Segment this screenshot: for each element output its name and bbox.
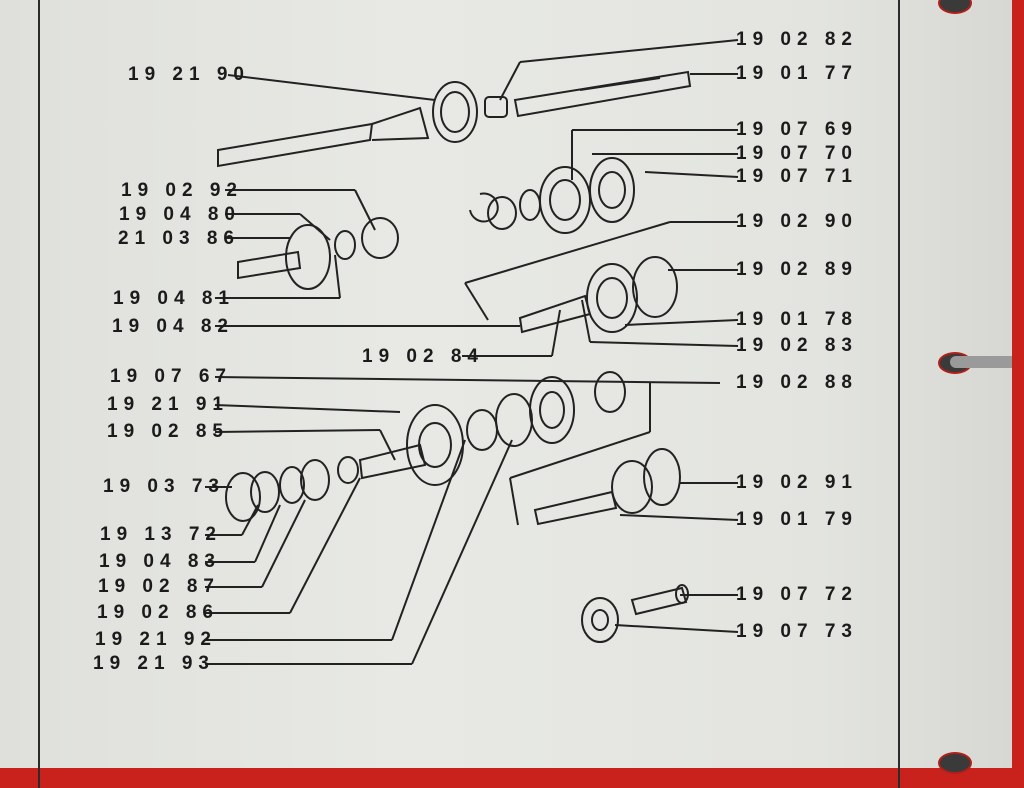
part-number-label: 19 21 91 [107, 394, 229, 415]
part-number-label: 19 02 83 [736, 335, 858, 356]
part-number-label: 19 03 73 [103, 476, 225, 497]
part-number-label: 19 07 69 [736, 119, 858, 140]
part-number-label: 19 13 72 [100, 524, 222, 545]
part-number-label: 19 07 72 [736, 584, 858, 605]
part-number-label: 19 07 71 [736, 166, 858, 187]
part-number-label: 19 02 89 [736, 259, 858, 280]
part-number-label: 19 01 79 [736, 509, 858, 530]
binder-hole [938, 752, 972, 774]
part-number-label: 21 03 86 [118, 228, 240, 249]
part-number-label: 19 21 92 [95, 629, 217, 650]
part-number-label: 19 21 93 [93, 653, 215, 674]
part-number-label: 19 02 92 [121, 180, 243, 201]
binder-spine [1012, 0, 1024, 768]
part-number-label: 19 02 85 [107, 421, 229, 442]
part-number-label: 19 02 82 [736, 29, 858, 50]
part-number-label: 19 01 78 [736, 309, 858, 330]
part-number-label: 19 02 90 [736, 211, 858, 232]
part-number-label: 19 02 88 [736, 372, 858, 393]
part-number-label: 19 02 86 [97, 602, 219, 623]
part-number-label: 19 21 90 [128, 64, 250, 85]
part-number-label: 19 02 87 [98, 576, 220, 597]
part-number-label: 19 07 73 [736, 621, 858, 642]
part-number-label: 19 01 77 [736, 63, 858, 84]
part-number-label: 19 02 84 [362, 346, 484, 367]
part-number-label: 19 07 70 [736, 143, 858, 164]
part-number-label: 19 04 80 [119, 204, 241, 225]
binder-ring-bar [950, 356, 1024, 368]
part-number-label: 19 02 91 [736, 472, 858, 493]
part-number-label: 19 04 82 [112, 316, 234, 337]
exploded-parts-diagram [205, 39, 739, 665]
part-number-label: 19 07 67 [110, 366, 232, 387]
page-frame [38, 0, 900, 788]
part-number-label: 19 04 83 [99, 551, 221, 572]
part-number-label: 19 04 81 [113, 288, 235, 309]
